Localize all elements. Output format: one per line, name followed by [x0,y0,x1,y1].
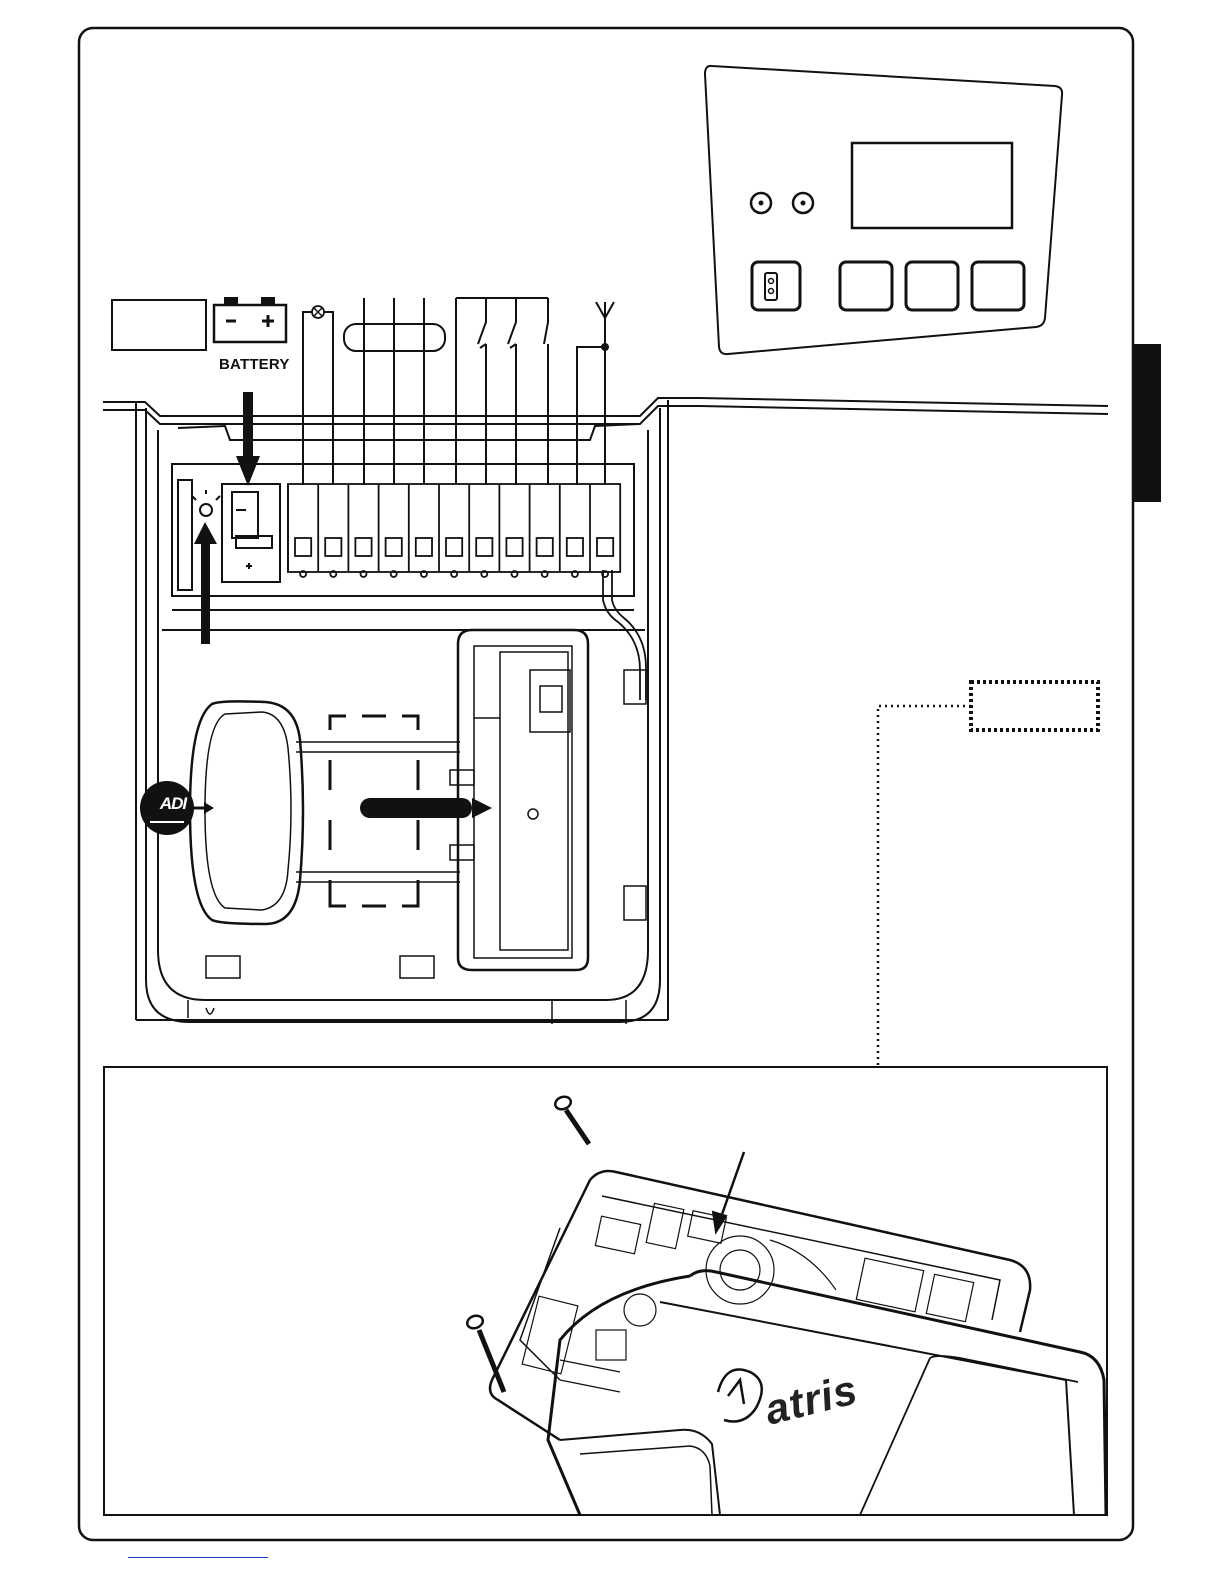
lamp-icon [312,306,324,318]
terminal [560,484,583,577]
module-compartment [188,570,646,1024]
control-panel [705,66,1062,354]
terminal [530,484,553,577]
screw-left-icon [465,1314,504,1392]
screw-top-icon [553,1095,589,1144]
battery-arrow [236,456,260,486]
outer-frame [79,28,1133,1540]
antenna-icon [577,302,614,455]
adi-label: ADI [148,794,198,814]
terminal [409,484,432,577]
callout-box [971,682,1098,730]
terminal [469,484,492,577]
terminal [379,484,402,577]
inset-illustration [465,1095,1106,1515]
brand-logo-icon [718,1370,762,1422]
panel-button-3 [972,262,1024,310]
section-side-tab [1133,344,1161,502]
inset-frame [104,1067,1107,1515]
panel-button-1 [840,262,892,310]
panel-button-2 [906,262,958,310]
led-arrow [194,522,217,544]
terminal [288,484,311,577]
footer-link-underline[interactable] [128,1557,268,1558]
input-switches [456,298,548,455]
wiring-header [112,298,614,485]
battery-label: BATTERY [219,356,290,373]
module-arrow-bar [360,798,472,818]
battery-icon [214,298,286,342]
led-indicator-icon [192,490,220,516]
power-box [112,300,206,350]
detail-callout [878,682,1098,1066]
panel-display [852,143,1012,228]
terminal [499,484,522,577]
terminal [439,484,462,577]
terminal [318,484,341,577]
terminal [590,484,613,577]
battery-connector [222,484,280,582]
arrows [190,392,492,818]
terminal [348,484,371,577]
terminal-strip [288,484,620,577]
